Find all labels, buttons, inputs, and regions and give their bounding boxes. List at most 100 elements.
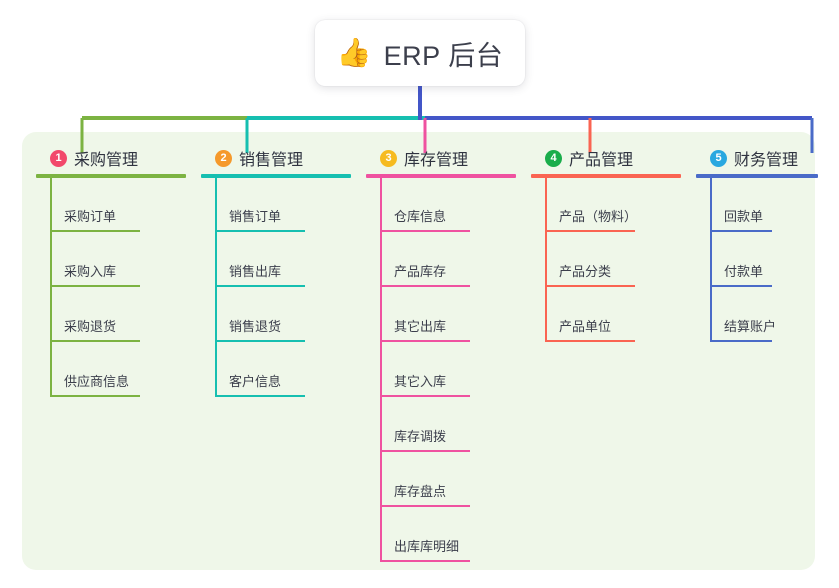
branch-item-label: 其它入库 [394,374,447,389]
branch-underline [696,174,818,178]
branch-item-underline [545,340,635,342]
branch-item[interactable]: 出库库明细 [366,507,516,562]
branch-column-2: 2 销售管理销售订单销售出库销售退货客户信息 [201,143,351,397]
branch-spine [545,177,547,342]
branch-item[interactable]: 结算账户 [696,287,818,342]
branch-item-underline [380,450,470,452]
branch-item-underline [380,505,470,507]
branch-item-underline [380,340,470,342]
branch-item-underline [380,230,470,232]
branch-item[interactable]: 产品（物料） [531,177,681,232]
branch-item[interactable]: 产品分类 [531,232,681,287]
branch-item[interactable]: 产品单位 [531,287,681,342]
branch-item[interactable]: 回款单 [696,177,818,232]
branch-item-underline [545,230,635,232]
branch-underline [366,174,516,178]
branch-item[interactable]: 产品库存 [366,232,516,287]
branch-items: 产品（物料） 产品分类产品单位 [531,177,681,342]
branch-item[interactable]: 客户信息 [201,342,351,397]
branch-item-label: 仓库信息 [394,209,447,224]
branch-item-underline [50,285,140,287]
branch-item-underline [215,285,305,287]
branch-item[interactable]: 销售退货 [201,287,351,342]
branch-item[interactable]: 采购退货 [36,287,186,342]
branch-underline [36,174,186,178]
branch-spine [50,177,52,397]
branch-item[interactable]: 仓库信息 [366,177,516,232]
branch-item[interactable]: 其它出库 [366,287,516,342]
branch-number-badge: 4 [545,149,562,167]
branch-item[interactable]: 销售出库 [201,232,351,287]
branch-title: 财务管理 [734,152,799,169]
branch-item-label: 付款单 [724,264,764,279]
branch-item-label: 销售退货 [229,319,282,334]
branch-item-underline [215,340,305,342]
branch-item-underline [380,285,470,287]
branch-item-underline [215,230,305,232]
branch-item[interactable]: 采购入库 [36,232,186,287]
branch-number-badge: 3 [380,149,397,167]
root-node-title: ERP 后台 [383,40,504,71]
branch-spine [380,177,382,562]
branch-item[interactable]: 库存调拨 [366,397,516,452]
branch-item-label: 销售订单 [229,209,282,224]
branch-item-underline [50,340,140,342]
branch-item-label: 产品库存 [394,264,447,279]
branches-panel [22,132,815,570]
branch-underline [531,174,681,178]
branch-item-label: 库存盘点 [394,484,447,499]
branch-items: 销售订单销售出库销售退货客户信息 [201,177,351,397]
branch-column-3: 3 库存管理仓库信息产品库存其它出库其它入库库存调拨库存盘点出库库明细 [366,143,516,562]
root-node[interactable]: 👍 ERP 后台 [315,20,525,86]
branch-title: 产品管理 [569,152,634,169]
branch-item-label: 采购入库 [64,264,117,279]
branch-item-underline [710,340,772,342]
branch-item[interactable]: 付款单 [696,232,818,287]
branch-header-2[interactable]: 2 销售管理 [201,143,351,178]
branch-number-badge: 2 [215,149,232,167]
branch-item-underline [215,395,305,397]
branch-number-badge: 5 [710,149,727,167]
branch-item[interactable]: 供应商信息 [36,342,186,397]
branch-spine [215,177,217,397]
branch-item-label: 库存调拨 [394,429,447,444]
branch-item-label: 出库库明细 [394,539,460,554]
branch-items: 仓库信息产品库存其它出库其它入库库存调拨库存盘点出库库明细 [366,177,516,562]
branch-item-label: 产品单位 [559,319,612,334]
branch-title: 销售管理 [239,152,304,169]
thumbs-up-icon: 👍 [336,37,372,68]
branch-item-label: 结算账户 [724,319,777,334]
branch-item[interactable]: 销售订单 [201,177,351,232]
branch-item-label: 其它出库 [394,319,447,334]
branch-number-badge: 1 [50,149,67,167]
branch-item-underline [380,560,470,562]
branch-underline [201,174,351,178]
branch-header-5[interactable]: 5 财务管理 [696,143,818,178]
branch-item-label: 产品（物料） [559,209,638,224]
branch-items: 回款单付款单结算账户 [696,177,818,342]
branch-item-underline [710,230,772,232]
branch-item[interactable]: 其它入库 [366,342,516,397]
branch-title: 库存管理 [404,152,469,169]
branch-item-label: 客户信息 [229,374,282,389]
branch-item-label: 采购订单 [64,209,117,224]
branch-item-label: 供应商信息 [64,374,130,389]
branch-item-underline [50,395,140,397]
branch-item-label: 产品分类 [559,264,612,279]
branch-item[interactable]: 库存盘点 [366,452,516,507]
branch-item-underline [50,230,140,232]
branch-items: 采购订单采购入库采购退货供应商信息 [36,177,186,397]
branch-header-4[interactable]: 4 产品管理 [531,143,681,178]
branch-spine [710,177,712,342]
branch-header-3[interactable]: 3 库存管理 [366,143,516,178]
branch-item-label: 回款单 [724,209,764,224]
branch-item-underline [380,395,470,397]
branch-column-5: 5 财务管理回款单付款单结算账户 [696,143,818,342]
branch-item-label: 采购退货 [64,319,117,334]
branch-item-label: 销售出库 [229,264,282,279]
branch-item-underline [545,285,635,287]
branch-item[interactable]: 采购订单 [36,177,186,232]
